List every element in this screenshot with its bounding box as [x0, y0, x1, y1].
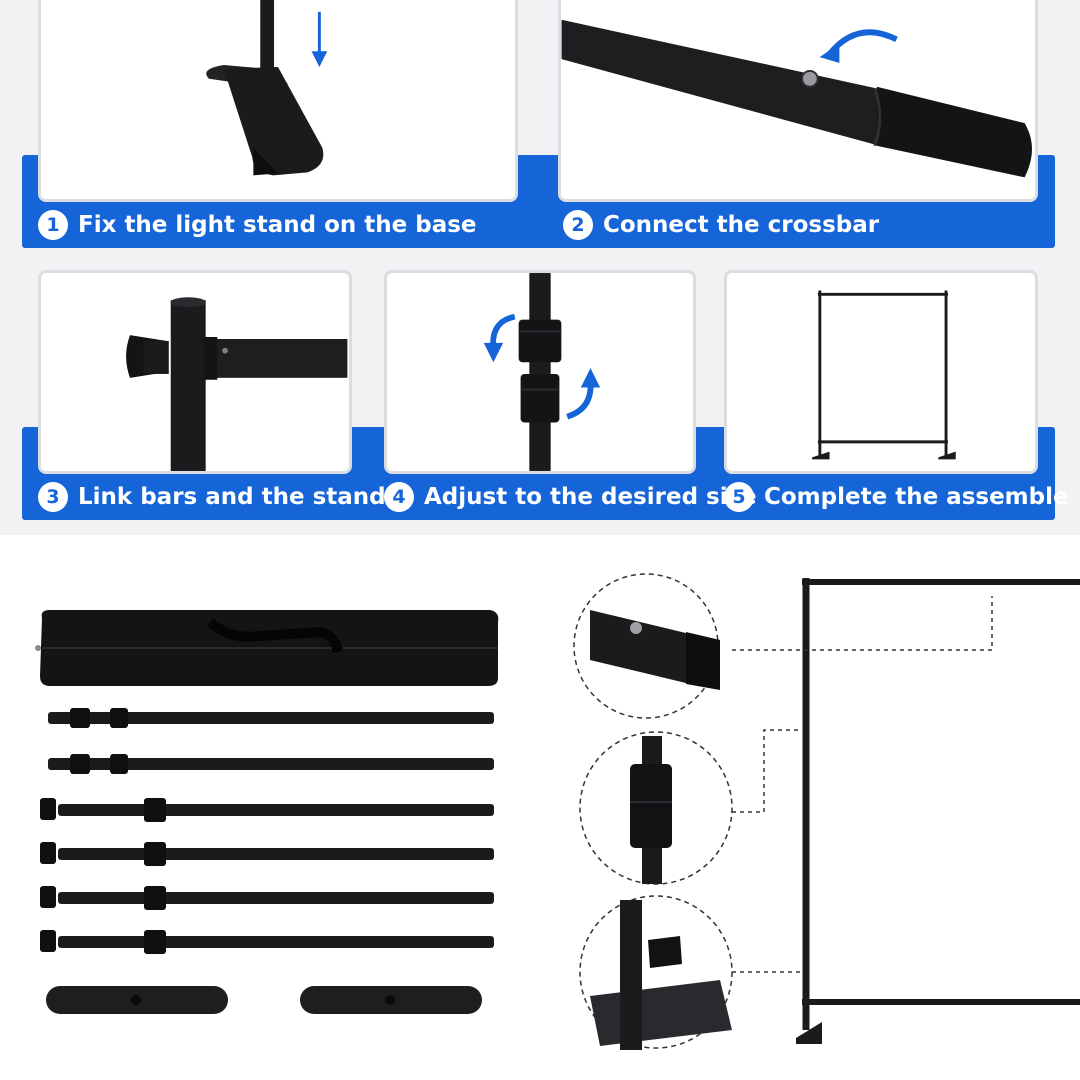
step-1-number: 1	[38, 210, 68, 240]
step-4-label: Adjust to the desired size	[424, 484, 757, 510]
height-lock-detail-icon	[579, 731, 733, 885]
step-4-number: 4	[384, 482, 414, 512]
crossbar-lock-detail-icon	[573, 573, 720, 719]
step-2-label: Connect the crossbar	[603, 212, 880, 238]
crossbar-joint-icon	[561, 19, 1032, 178]
step-1-image-panel	[38, 0, 518, 202]
stand-pole-icon	[40, 842, 494, 866]
assembly-steps-section: 1 Fix the light stand on the base 2 Conn…	[0, 0, 1080, 535]
step-5-image-panel	[724, 270, 1038, 474]
parts-layout	[35, 610, 499, 1014]
stand-pole-icon	[40, 798, 494, 822]
stand-pole-icon	[40, 930, 494, 954]
base-mount-icon	[206, 0, 328, 176]
step-4-caption: 4 Adjust to the desired size	[384, 479, 757, 515]
step-3-number: 3	[38, 482, 68, 512]
step-1-label: Fix the light stand on the base	[78, 212, 477, 238]
step-2-image-panel	[558, 0, 1038, 202]
base-knob-detail-icon	[579, 895, 733, 1050]
step-3-label: Link bars and the stands	[78, 484, 400, 510]
step-1-caption: 1 Fix the light stand on the base	[38, 207, 477, 243]
step-2-number: 2	[563, 210, 593, 240]
stand-pole-icon	[40, 886, 494, 910]
step-5-number: 5	[724, 482, 754, 512]
base-plate-icon	[46, 986, 482, 1014]
package-contents	[0, 540, 540, 1080]
tee-knob-icon	[126, 297, 348, 471]
step-4-image-panel	[384, 270, 696, 474]
step-3-caption: 3 Link bars and the stands	[38, 479, 399, 515]
step-3-image-panel	[38, 270, 352, 474]
frame-icon	[812, 290, 956, 460]
step-2-caption: 2 Connect the crossbar	[563, 207, 879, 243]
frame-callout-diagram	[573, 573, 1080, 1050]
step-5-caption: 5 Complete the assemble	[724, 479, 1069, 515]
step-5-label: Complete the assemble	[764, 484, 1069, 510]
crossbar-pole-icon	[48, 754, 494, 774]
crossbar-pole-icon	[48, 708, 494, 728]
twist-lock-icon	[483, 273, 601, 471]
frame-detail-callouts	[560, 560, 1080, 1080]
carry-bag-icon	[35, 610, 499, 686]
